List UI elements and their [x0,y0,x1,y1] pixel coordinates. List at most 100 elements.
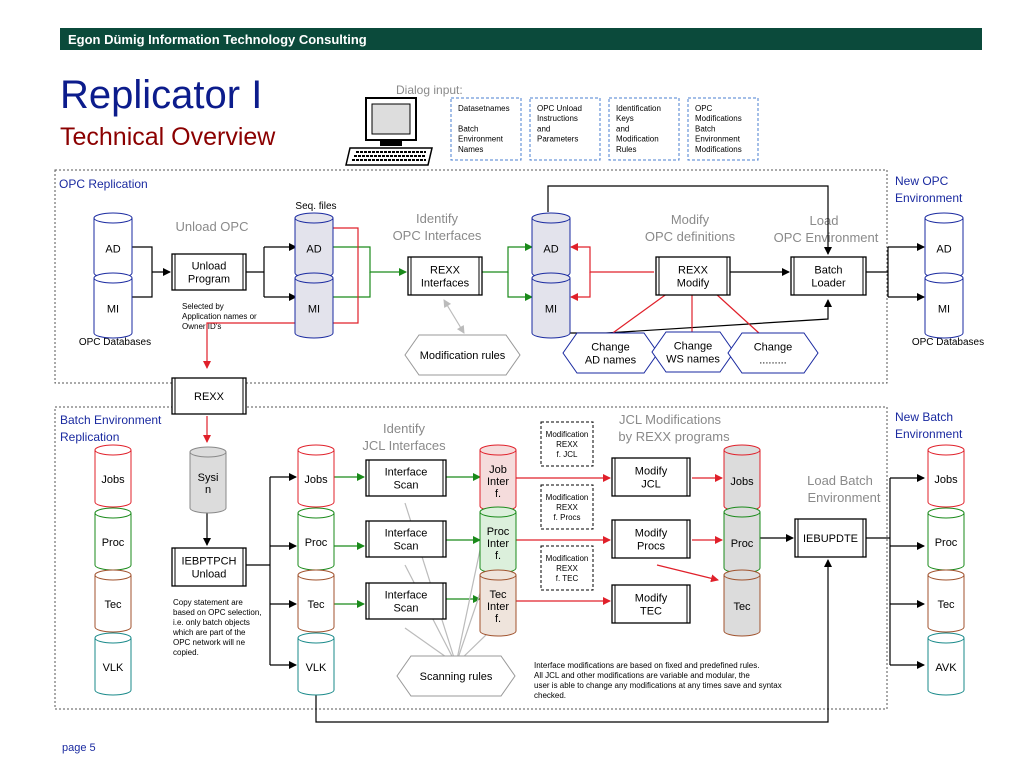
batch-section-title-line2: Replication [60,430,119,444]
iebupdte-box: IEBUPDTE [794,518,867,558]
batch-new-avk-label: AVK [935,662,957,674]
rexx-box: REXX [171,377,247,415]
batch-target-proc-label: Proc [731,538,754,550]
work-ad-label: AD [543,243,558,255]
opc-src-ad-label: AD [105,243,120,255]
new-opc-mi-label: MI [938,303,950,315]
new-opc-ad: AD [924,212,964,279]
batch-target-tec: Tec [723,569,761,637]
opc-databases-left: OPC Databases [79,337,151,348]
new-opc-env-line1: New OPC [895,174,949,188]
load-opc-line1: Load [810,213,839,228]
seq-ad-label: AD [306,243,321,255]
seq-files-label: Seq. files [295,201,336,212]
load-batch-line2: Environment [808,490,881,505]
new-opc-env-line2: Environment [895,191,963,205]
work-mi-label: MI [545,303,557,315]
change-other-shape-label: Change......... [754,341,793,366]
modification-rules-shape: Modification rules [404,334,521,376]
modification-rules-shape-label: Modification rules [420,350,506,362]
batch-section-title-line1: Batch Environment [60,413,162,427]
seq-mi-label: MI [308,303,320,315]
modify-opc-line2: OPC definitions [645,229,736,244]
work-ad: AD [531,212,571,279]
bottom-note: Interface modifications are based on fix… [534,661,784,700]
computer-icon [345,97,433,166]
copy-note: Copy statement are based on OPC selectio… [172,598,264,657]
page-title: Replicator I [60,73,262,117]
jcl-mod-line1: JCL Modifications [619,412,722,427]
new-batch-env-line2: Environment [895,427,963,441]
new-opc-mi: MI [924,272,964,339]
batch-mid-jobs: Jobs [297,444,335,508]
batch-new-proc-label: Proc [935,537,958,549]
batch-mid-tec-label: Tec [307,599,325,611]
batch-new-tec-label: Tec [937,599,955,611]
batch-src-proc: Proc [94,507,132,571]
seq-mi: MI [294,272,334,339]
new-batch-env-line1: New Batch [895,410,953,424]
batch-src-vlk: VLK [94,632,132,696]
batch-src-jobs: Jobs [94,444,132,508]
page-subtitle: Technical Overview [60,123,276,151]
new-opc-ad-label: AD [936,243,951,255]
batch-new-avk: AVK [927,632,965,696]
batch-section-frame [54,406,888,710]
work-mi: MI [531,272,571,339]
batch-mid-proc-label: Proc [305,537,328,549]
rexx-box-label: REXX [194,391,225,403]
load-batch-line1: Load Batch [807,473,873,488]
jcl-mod-line2: by REXX programs [618,429,730,444]
load-opc-line2: OPC Environment [774,230,879,245]
selected-note: Selected by Application names or Owner I… [182,302,259,331]
batch-target-tec-label: Tec [733,601,751,613]
modify-opc-line1: Modify [671,212,710,227]
seq-ad: AD [294,212,334,279]
unload-opc-label: Unload OPC [176,219,249,234]
batch-new-jobs: Jobs [927,444,965,508]
